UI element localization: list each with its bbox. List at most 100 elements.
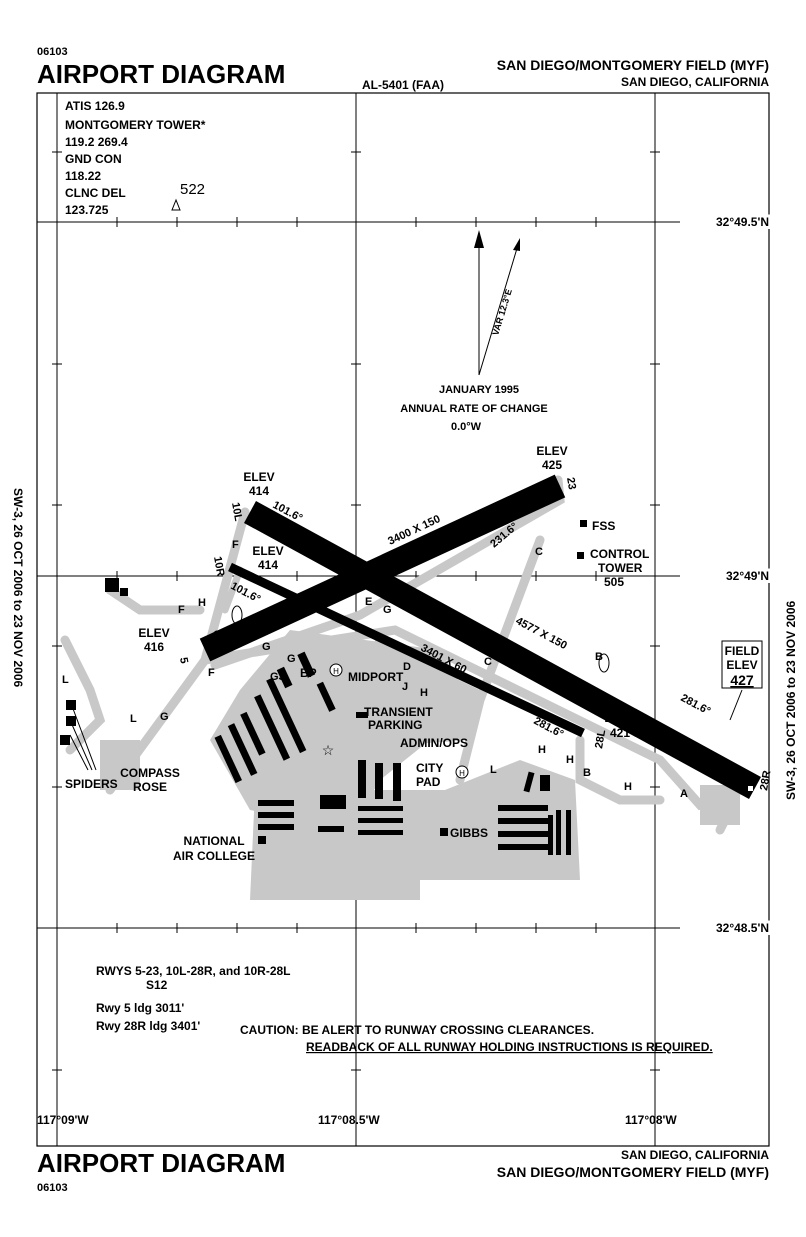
taxiway-label: F [178,604,185,616]
transient-parking-label: TRANSIENT [364,705,433,719]
taxiway-label: C [535,546,543,558]
mag-var: VAR 12.3°E [490,288,514,337]
threshold-light [748,786,753,791]
elev-10L: 414 [249,484,269,498]
control-tower-label: CONTROL [590,547,649,561]
lat-mid: 32°49'N [726,569,769,583]
tower: MONTGOMERY TOWER* [65,118,206,132]
elevations: ELEV 414 ELEV 414 ELEV 416 ELEV 425 ELEV… [138,444,635,740]
mag-rate-label: ANNUAL RATE OF CHANGE [400,403,547,415]
gnd-con: GND CON [65,152,122,166]
building [105,578,119,592]
chart-number: 06103 [37,46,68,58]
runways [199,474,761,799]
bp-label: BP [300,666,317,680]
elev-label: ELEV [726,658,757,672]
runway-5-23 [199,474,566,662]
footer-chart-number: 06103 [37,1182,68,1194]
lon-left: 117°09'W [37,1113,89,1127]
national-air-college-label: AIR COLLEGE [173,849,255,863]
footer-city-state: SAN DIEGO, CALIFORNIA [621,1148,769,1162]
hold-marking [591,690,603,710]
mag-date: JANUARY 1995 [439,384,519,396]
taxiway-label: J [402,681,408,693]
spiders-label: SPIDERS [65,777,118,791]
national-air-college-label: NATIONAL [183,834,244,848]
elev-28L: 421 [610,726,630,740]
gibbs-label: GIBBS [450,826,488,840]
buildings [60,520,587,855]
beacon-star-icon: ☆ [322,742,335,758]
hdg-28R: 281.6° [679,692,713,718]
rwy-28L-label: 28L [593,728,608,749]
lon-mid: 117°08.5'W [318,1113,380,1127]
tower-elevation: 505 [604,575,624,589]
caution-note: CAUTION: BE ALERT TO RUNWAY CROSSING CLE… [240,1023,594,1037]
rwy-5-label: 5 [177,656,190,664]
grid [36,92,770,1147]
admin-ops-label: ADMIN/OPS [400,736,468,750]
taxiway-label: H [624,781,632,793]
control-tower-label: TOWER [598,561,643,575]
building [66,700,76,710]
taxiway-label: G3 [270,671,285,683]
side-note-left: SW-3, 26 OCT 2006 to 23 NOV 2006 [11,488,25,688]
field-elev-value: 427 [730,672,754,688]
notes: RWYS 5-23, 10L-28R, and 10R-28L S12 Rwy … [96,964,713,1054]
taxiway-label: G [262,641,271,653]
field-elevation-box: FIELD ELEV 427 [721,640,763,721]
taxiway-label: H [198,597,206,609]
lat-top: 32°49.5'N [716,215,769,229]
building [60,735,70,745]
taxiway-label: H [420,687,428,699]
runway-10R-28L [228,562,585,738]
taxiway-label: G [160,711,169,723]
procedure-id: AL-5401 (FAA) [362,78,444,92]
elev-23: 425 [542,458,562,472]
taxiway-label: L [130,713,137,725]
rwy-28R-label: 28R [758,770,773,792]
elev-label: ELEV [604,711,635,725]
runway-surface-note: RWYS 5-23, 10L-28R, and 10R-28L [96,964,291,978]
helipad-letter: H [459,769,465,778]
taxiway-label: G [287,653,296,665]
elev-label: ELEV [536,444,567,458]
rwy5-landing-note: Rwy 5 ldg 3011' [96,1001,184,1015]
caution-note-2: READBACK OF ALL RUNWAY HOLDING INSTRUCTI… [306,1040,713,1054]
rwy-23-label: 23 [564,476,578,490]
chart-title: AIRPORT DIAGRAM [37,59,285,89]
taxiway-label: E [365,596,372,608]
hold-marking [231,605,243,625]
compass-rose-label: ROSE [133,780,167,794]
atis: ATIS 126.9 [65,99,125,113]
helipad-icon: H [329,663,343,677]
field-label: FIELD [725,644,760,658]
hold-marking [598,653,610,673]
comm-frequencies: ATIS 126.9 MONTGOMERY TOWER* 119.2 269.4… [65,99,206,217]
taxiway-label: F [208,667,215,679]
clnc-freq: 123.725 [65,203,109,217]
spiders-pointer [69,705,97,771]
hold-marking [211,630,223,650]
taxiway-label: D [403,661,411,673]
airport-name: SAN DIEGO/MONTGOMERY FIELD (MYF) [497,57,769,73]
mag-rate: 0.0°W [451,421,482,433]
city-pad-label: PAD [416,775,441,789]
lon-right: 117°08'W [625,1113,677,1127]
rwy-10L-label: 10L [229,501,244,522]
taxiway-label: B [595,651,603,663]
lat-bot: 32°48.5'N [716,921,769,935]
taxiway-label: H [566,754,574,766]
building [120,588,128,596]
runway-strength-note: S12 [146,978,168,992]
elev-10R: 414 [258,558,278,572]
north-arrow-icon [474,230,520,376]
side-note-right: SW-3, 26 OCT 2006 to 23 NOV 2006 [784,600,798,800]
frame [36,92,770,1147]
elev-label: ELEV [252,544,283,558]
building [66,716,76,726]
elev-5: 416 [144,640,164,654]
helipad-icon: H [455,765,469,779]
elev-label: ELEV [138,626,169,640]
gnd-freq: 118.22 [65,169,101,183]
